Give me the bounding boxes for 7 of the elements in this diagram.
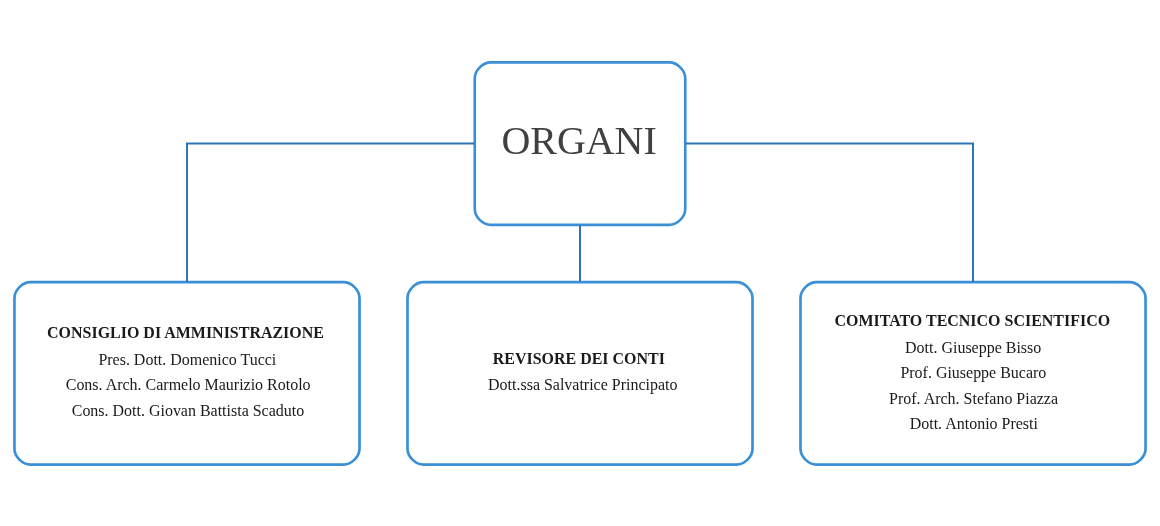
node-box: CONSIGLIO DI AMMINISTRAZIONE Pres. Dott. Domenico Tucci Cons. Arch. Carmelo Maurizio Rotolo Cons. Dott. Giovan Battista Scaduto: [13, 280, 361, 466]
node-box: REVISORE DEI CONTI Dott.ssa Salvatrice Principato: [406, 280, 754, 466]
connector: [579, 223, 581, 283]
connector: [684, 142, 974, 283]
connector: [186, 142, 476, 283]
node-box: COMITATO TECNICO SCIENTIFICO Dott. Giuseppe Bisso Prof. Giuseppe Bucaro Prof. Arch. Stefano Piazza Dott. Antonio Presti: [799, 280, 1147, 466]
node-box: ORGANI: [473, 60, 687, 226]
